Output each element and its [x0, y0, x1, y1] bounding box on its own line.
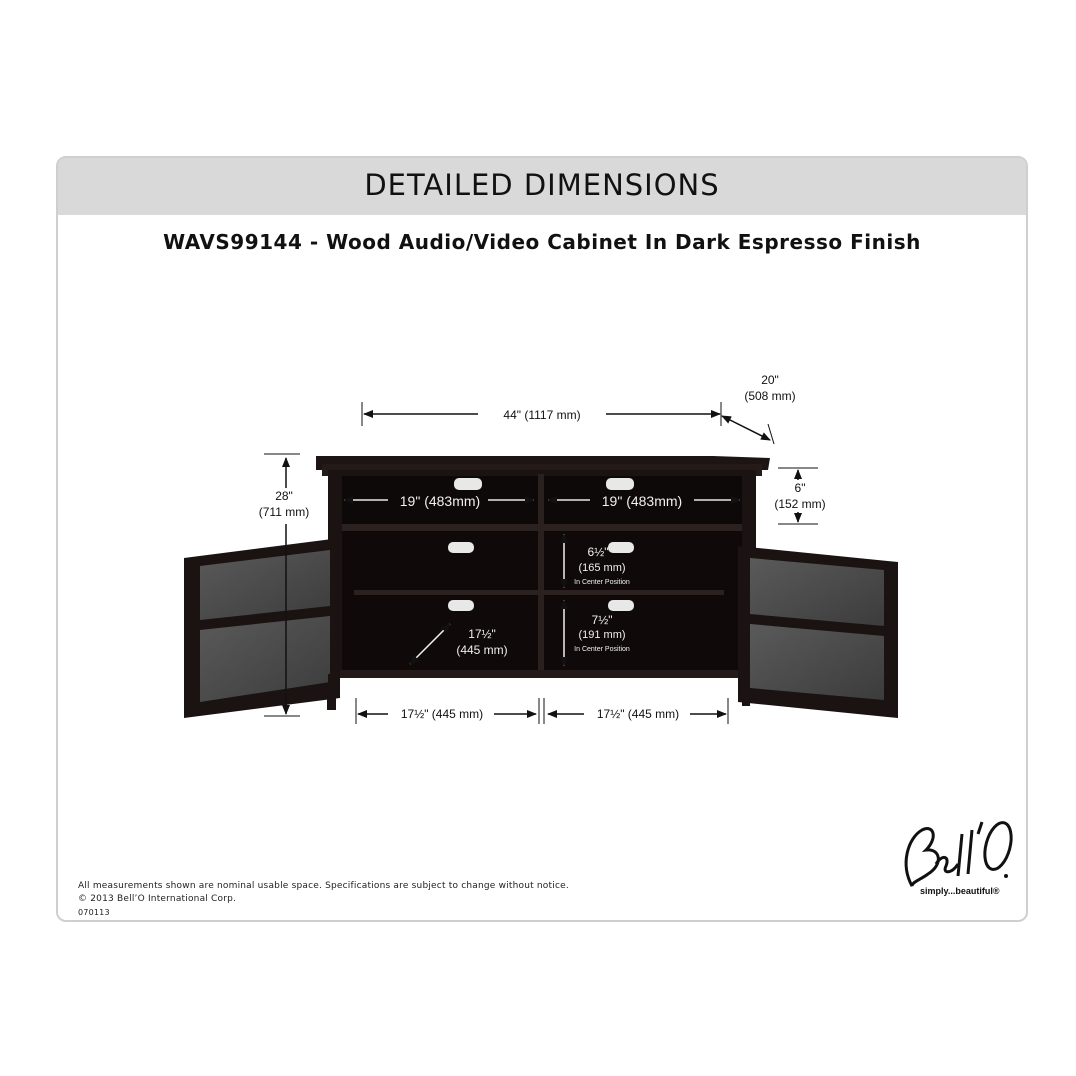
bottom-right-label: 17½" (445 mm): [597, 707, 679, 721]
mid-shelf-label-in: 6½": [588, 545, 609, 559]
bottom-left-label: 17½" (445 mm): [401, 707, 483, 721]
top-right-shelf-label: 19" (483mm): [602, 493, 682, 509]
card-title: DETAILED DIMENSIONS: [364, 168, 720, 202]
low-shelf-label-mm: (191 mm): [578, 629, 625, 641]
left-glass-door: [184, 538, 340, 718]
height-label-mm: (711 mm): [259, 505, 309, 519]
depth-arrow: [721, 415, 771, 441]
cabinet-body: [316, 456, 770, 710]
diagonal-arrow: [409, 623, 451, 665]
footer-copyright: © 2013 Bell’O International Corp.: [78, 894, 237, 904]
mid-shelf-note: In Center Position: [574, 579, 630, 586]
card-header: DETAILED DIMENSIONS: [58, 158, 1026, 215]
depth-label-in: 20": [761, 373, 779, 387]
right-glass-door: [738, 546, 898, 718]
top-height-label-in: 6": [795, 481, 806, 495]
cabinet-diagram: 44" (1117 mm) 20" (508 mm) 28" (711 mm) …: [184, 373, 898, 724]
brand-tagline: simply...beautiful®: [920, 886, 1000, 896]
bello-logo: [904, 821, 1013, 887]
low-shelf-note: In Center Position: [574, 646, 630, 653]
footer-disclaimer: All measurements shown are nominal usabl…: [78, 881, 569, 891]
dimensions-card: DETAILED DIMENSIONS WAVS99144 - Wood Aud…: [56, 156, 1028, 922]
depth-label-mm: (508 mm): [744, 389, 795, 403]
top-left-shelf-label: 19" (483mm): [400, 493, 480, 509]
width-label: 44" (1117 mm): [503, 408, 580, 422]
diagonal-label-mm: (445 mm): [456, 643, 507, 657]
height-label-in: 28": [275, 489, 293, 503]
footer-notes: All measurements shown are nominal usabl…: [78, 880, 569, 919]
diagonal-label-in: 17½": [468, 627, 496, 641]
top-height-label-mm: (152 mm): [774, 497, 825, 511]
low-shelf-label-in: 7½": [592, 613, 613, 627]
product-subtitle: WAVS99144 - Wood Audio/Video Cabinet In …: [163, 230, 921, 254]
mid-shelf-label-mm: (165 mm): [578, 562, 625, 574]
footer-code: 070113: [78, 908, 110, 917]
